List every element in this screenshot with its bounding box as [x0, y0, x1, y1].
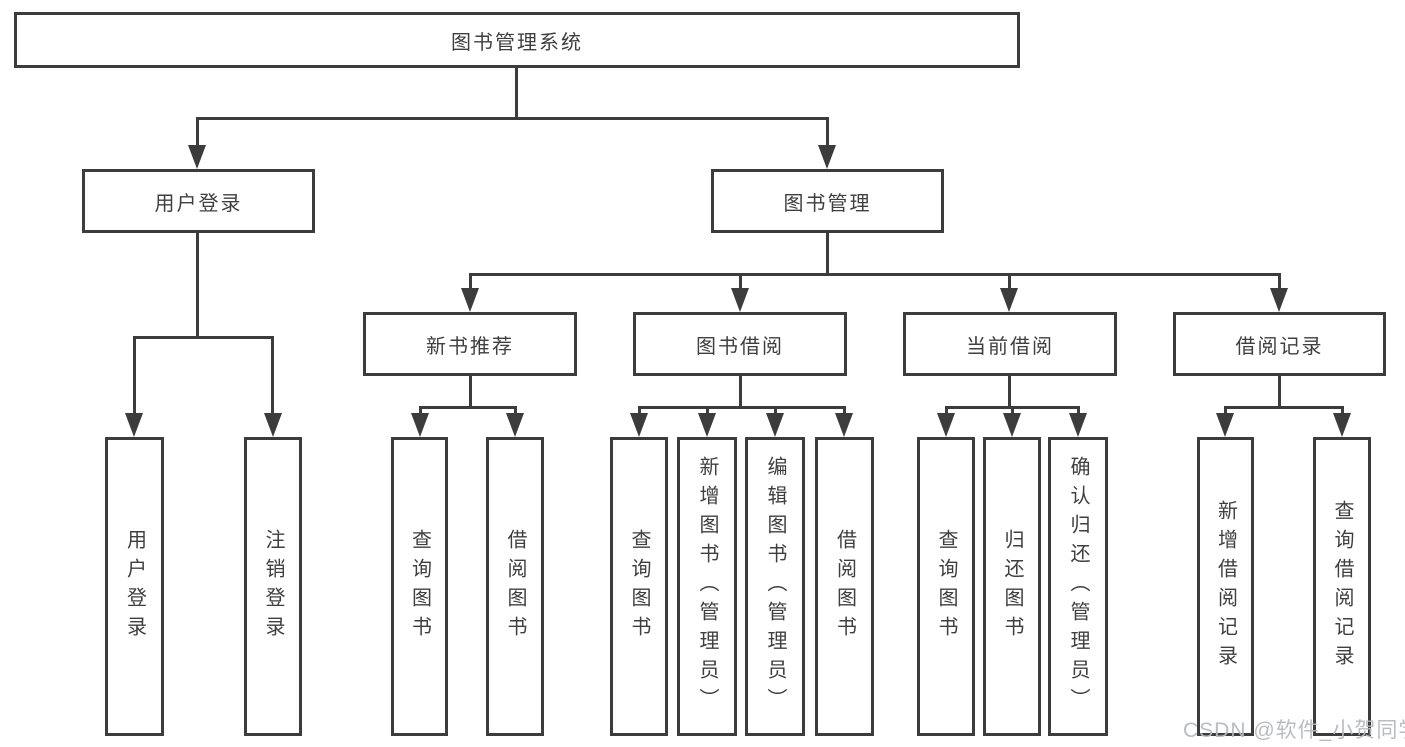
connector-line	[514, 406, 517, 418]
leaf-edit-book-admin: 编辑图书（管理员）	[745, 437, 805, 736]
arrowhead-icon	[766, 413, 784, 437]
connector-line	[1341, 406, 1344, 418]
leaf-add-book-admin: 新增图书（管理员）	[677, 437, 737, 736]
node-label: 查询图书	[628, 528, 650, 645]
arrowhead-icon	[1270, 288, 1288, 312]
connector-line	[826, 233, 829, 273]
leaf-query-book-3: 查询图书	[917, 437, 975, 736]
connector-line	[1077, 406, 1080, 418]
arrowhead-icon	[264, 413, 282, 437]
connector-line	[133, 336, 136, 415]
connector-line	[196, 233, 199, 336]
arrowhead-icon	[1333, 413, 1351, 437]
leaf-query-borrow-record: 查询借阅记录	[1313, 437, 1371, 736]
node-label: 用户登录	[123, 528, 146, 645]
connector-line	[419, 406, 517, 409]
connector-line	[1278, 376, 1281, 406]
node-user-login: 用户登录	[82, 169, 315, 233]
node-label: 新增借阅记录	[1214, 499, 1237, 674]
connector-line	[419, 406, 422, 418]
leaf-logout: 注销登录	[244, 437, 302, 736]
node-label: 归还图书	[1001, 528, 1023, 645]
arrowhead-icon	[698, 413, 716, 437]
connector-line	[133, 336, 274, 339]
connector-line	[638, 406, 641, 418]
connector-line	[843, 406, 846, 418]
connector-line	[1224, 406, 1227, 418]
connector-line	[1008, 273, 1011, 291]
node-book-management: 图书管理	[711, 169, 944, 233]
node-label: 注销登录	[262, 528, 284, 645]
arrowhead-icon	[937, 413, 955, 437]
arrowhead-icon	[1003, 413, 1021, 437]
connector-line	[196, 117, 829, 120]
node-label: 图书管理	[783, 192, 872, 215]
arrowhead-icon	[188, 145, 206, 169]
connector-line	[774, 406, 777, 418]
connector-line	[739, 273, 742, 291]
arrowhead-icon	[506, 413, 524, 437]
connector-line	[469, 273, 472, 291]
leaf-add-borrow-record: 新增借阅记录	[1197, 437, 1254, 736]
node-new-book-recommend: 新书推荐	[363, 312, 577, 376]
node-label: 借阅图书	[504, 528, 526, 645]
csdn-watermark: CSDN @软件_小贺同学	[1183, 719, 1405, 742]
connector-line	[196, 117, 199, 148]
connector-line	[515, 68, 518, 117]
connector-line	[271, 336, 274, 415]
leaf-return-book: 归还图书	[983, 437, 1041, 736]
leaf-user-login: 用户登录	[105, 437, 164, 736]
node-label: 查询图书	[935, 528, 957, 645]
node-label: 图书借阅	[696, 335, 784, 358]
node-label: 用户登录	[154, 192, 243, 215]
arrowhead-icon	[1069, 413, 1087, 437]
node-label: 借阅图书	[833, 528, 856, 645]
node-root: 图书管理系统	[14, 12, 1020, 68]
arrowhead-icon	[1216, 413, 1234, 437]
node-label: 新书推荐	[426, 335, 514, 358]
node-label: 查询图书	[408, 528, 431, 645]
leaf-borrow-book-2: 借阅图书	[815, 437, 874, 736]
connector-line	[1224, 406, 1344, 409]
connector-line	[826, 117, 829, 148]
arrowhead-icon	[818, 145, 836, 169]
connector-line	[469, 273, 1281, 276]
leaf-borrow-book-1: 借阅图书	[486, 437, 544, 736]
node-label: 借阅记录	[1235, 335, 1324, 358]
connector-line	[469, 376, 472, 406]
arrowhead-icon	[1000, 288, 1018, 312]
arrowhead-icon	[461, 288, 479, 312]
leaf-query-book-2: 查询图书	[610, 437, 668, 736]
arrowhead-icon	[411, 413, 429, 437]
connector-line	[739, 376, 742, 406]
node-label: 编辑图书（管理员）	[764, 456, 786, 717]
connector-line	[1278, 273, 1281, 291]
connector-line	[945, 406, 948, 418]
leaf-confirm-return-admin: 确认归还（管理员）	[1048, 437, 1108, 736]
node-label: 新增图书（管理员）	[696, 456, 718, 717]
node-label: 当前借阅	[966, 335, 1054, 358]
node-label: 查询借阅记录	[1331, 499, 1353, 674]
arrowhead-icon	[630, 413, 648, 437]
connector-line	[1008, 376, 1011, 406]
node-book-borrow: 图书借阅	[633, 312, 847, 376]
arrowhead-icon	[125, 413, 143, 437]
node-borrow-record: 借阅记录	[1173, 312, 1386, 376]
arrowhead-icon	[835, 413, 853, 437]
connector-line	[1011, 406, 1014, 418]
node-label: 确认归还（管理员）	[1067, 456, 1089, 717]
leaf-query-book-1: 查询图书	[391, 437, 448, 736]
connector-line	[706, 406, 709, 418]
node-current-borrow: 当前借阅	[903, 312, 1117, 376]
connector-line	[638, 406, 846, 409]
arrowhead-icon	[731, 288, 749, 312]
node-label: 图书管理系统	[451, 31, 583, 54]
